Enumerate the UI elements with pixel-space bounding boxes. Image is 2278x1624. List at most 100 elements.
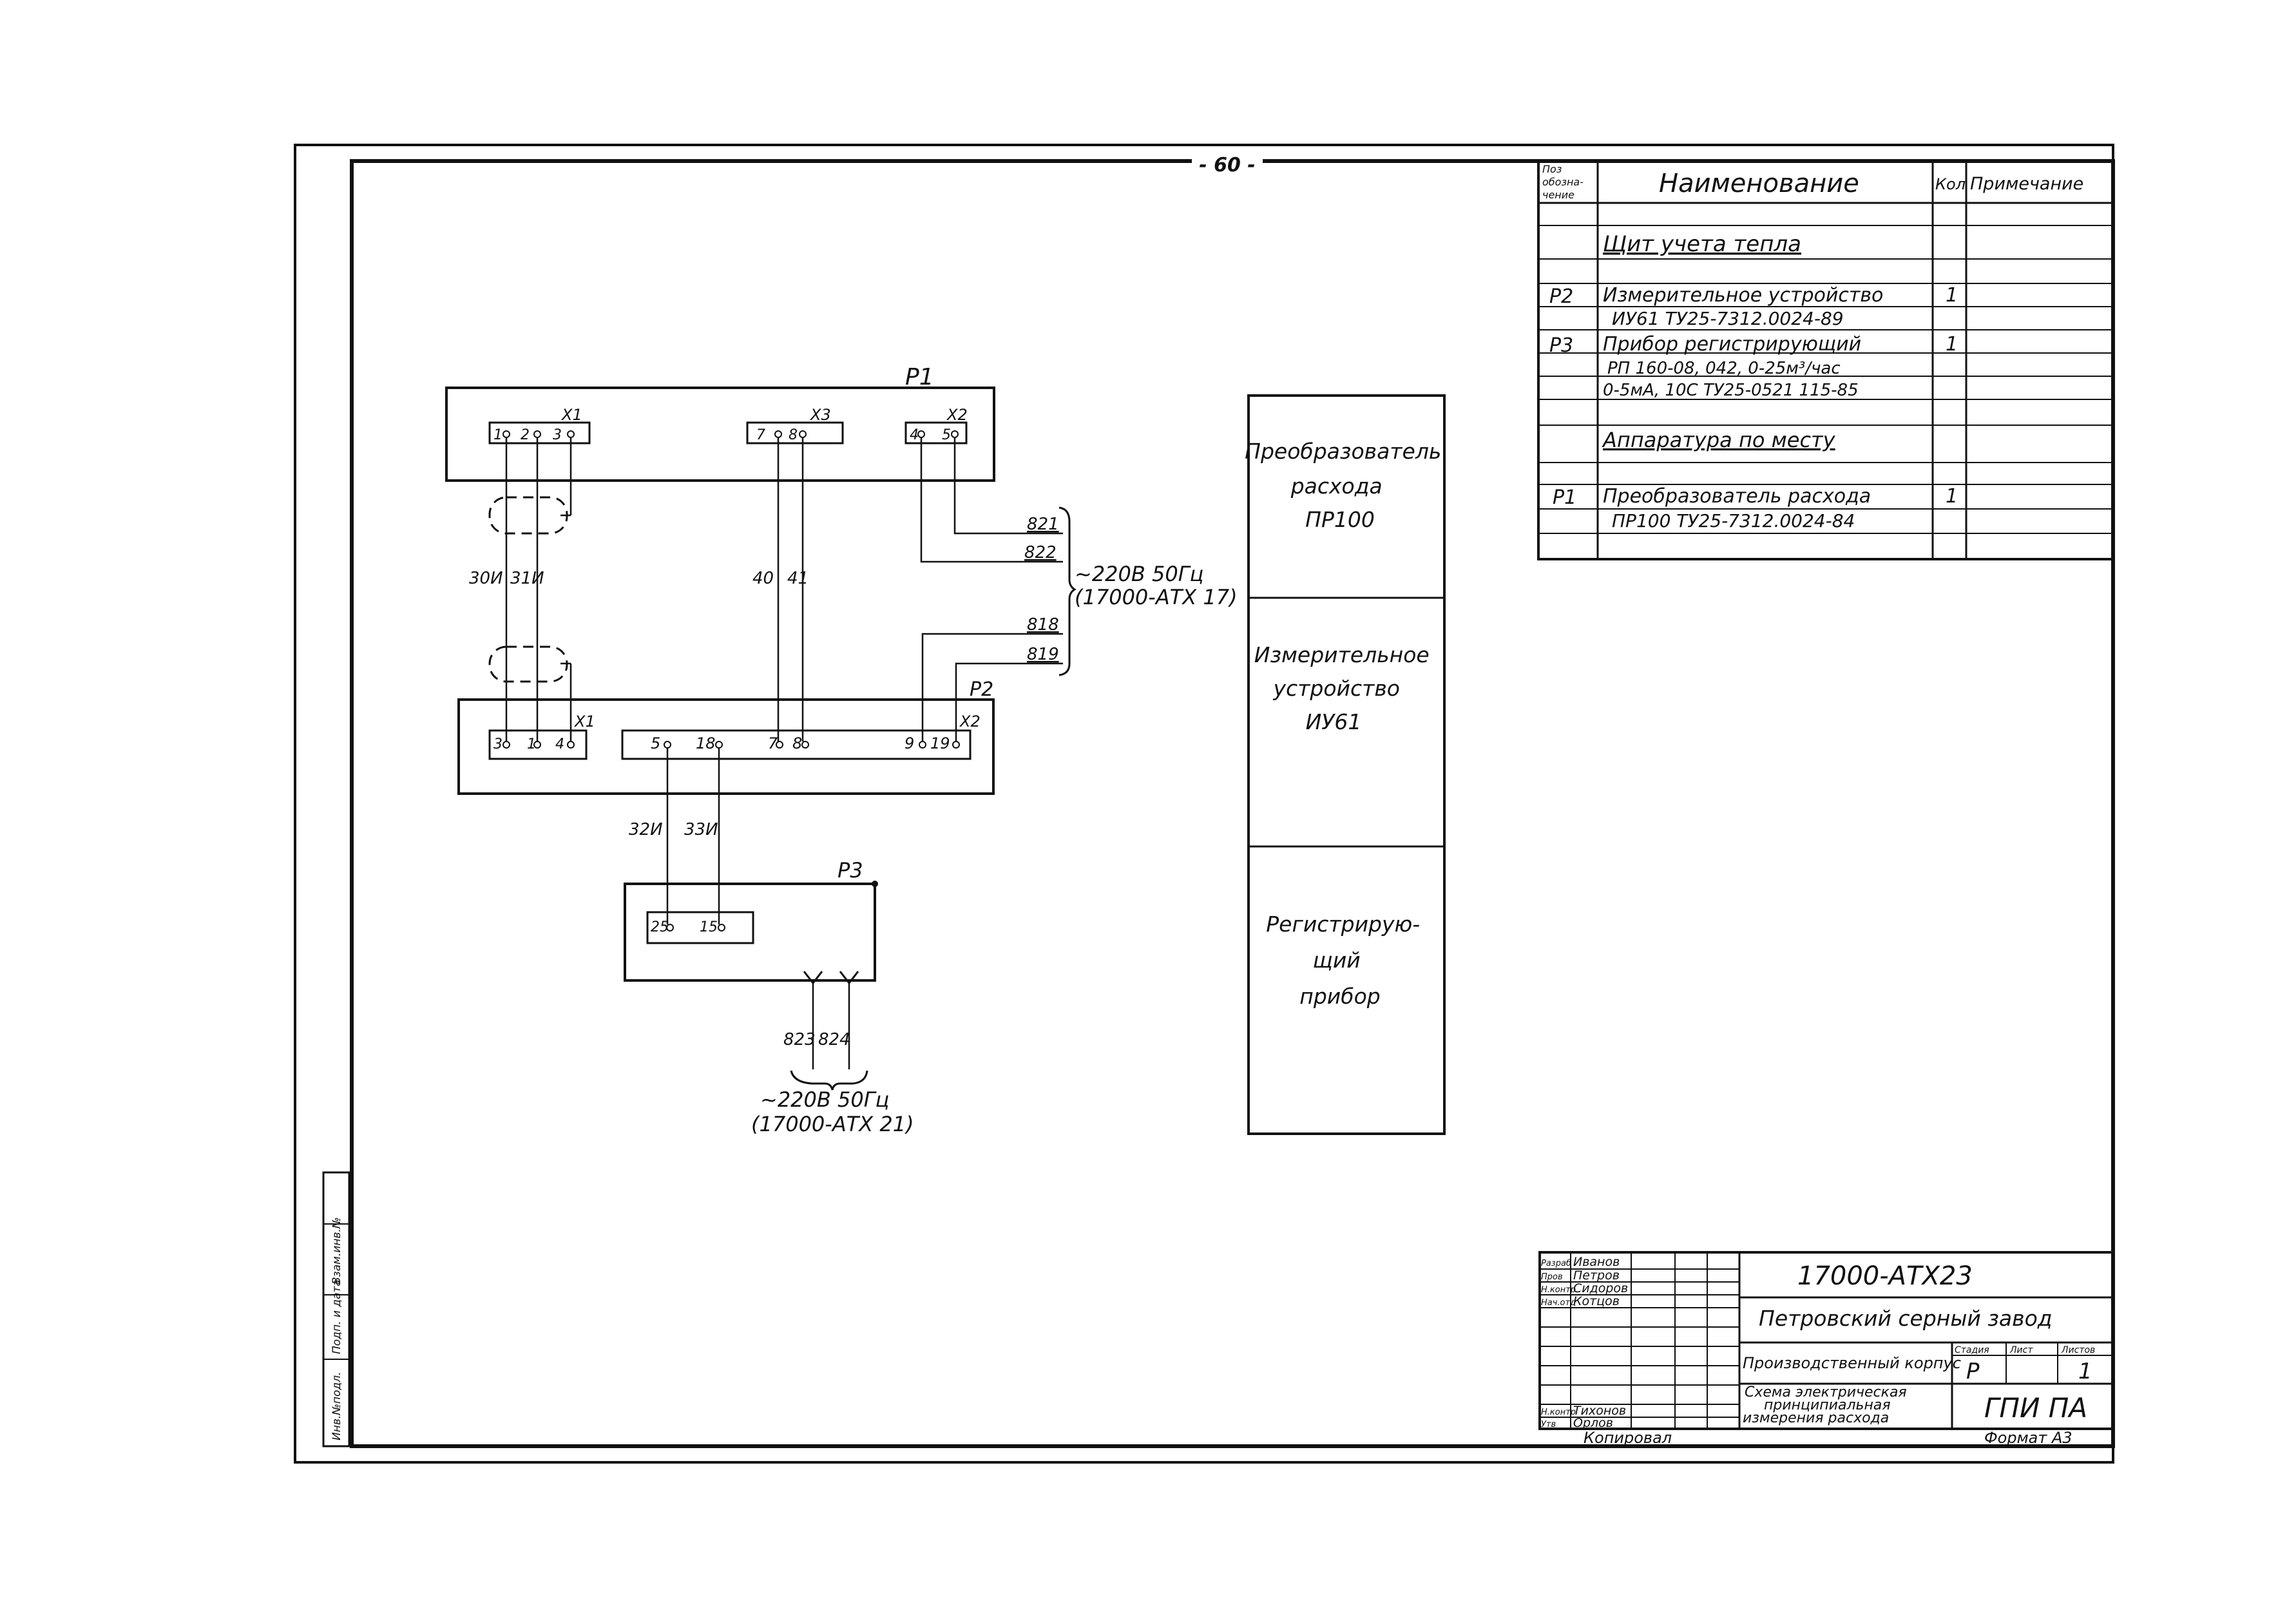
- spec-row-name: Преобразователь расхода: [1603, 485, 1871, 508]
- function-blocks: Преобразователь расхода ПР100 Измеритель…: [1245, 394, 1446, 1135]
- signature-role: Пров: [1541, 1272, 1563, 1282]
- terminal-pin: 7: [768, 734, 778, 752]
- wire-label: 40: [752, 569, 774, 588]
- spec-row-name: Аппаратура по месту: [1602, 428, 1836, 452]
- terminal-x3-label: X3: [809, 406, 831, 424]
- sheet-header: Лист: [2009, 1345, 2033, 1355]
- spec-row-pos: P2: [1549, 285, 1573, 308]
- spec-header-pos: Поз обозна- чение: [1542, 163, 1587, 201]
- device-p3: P3 25 15: [624, 858, 878, 982]
- spec-row-name: Прибор регистрирующий: [1603, 333, 1861, 356]
- wire-label: 822: [1024, 543, 1057, 562]
- wire-label: 823: [783, 1030, 816, 1049]
- title-block: Разраб Иванов Пров Петров Н.контр Сидоро…: [1538, 1251, 2114, 1447]
- signature-name: Орлов: [1573, 1416, 1613, 1430]
- sheets-header: Листов: [2061, 1345, 2095, 1355]
- wire-label: 33И: [684, 820, 718, 839]
- cable-shield: [488, 496, 568, 683]
- spec-row-name: ИУ61 ТУ25-7312.0024-89: [1612, 308, 1844, 329]
- wire-label: 824: [818, 1030, 850, 1049]
- supply-bracket: [790, 1070, 868, 1091]
- terminal-pin: 9: [905, 734, 914, 752]
- signature-role: Утв: [1541, 1420, 1556, 1429]
- signature-role: Н.контр: [1541, 1285, 1576, 1295]
- spec-row-name: ПР100 ТУ25-7312.0024-84: [1612, 510, 1855, 531]
- supply-voltage: ~220В 50Гц: [760, 1087, 889, 1112]
- terminal-pin: 1: [493, 427, 503, 443]
- wire-label: 41: [787, 569, 809, 588]
- terminal-pin: 8: [792, 734, 802, 752]
- device-p2-label: P2: [970, 678, 993, 701]
- building-name: Производственный корпус: [1743, 1354, 1961, 1372]
- signature-role: Разраб: [1541, 1259, 1571, 1268]
- terminal-pin: 5: [942, 427, 951, 443]
- spec-row-pos: P3: [1549, 334, 1573, 357]
- device-p1: P1 X1 1 2 3 X3 7 8 X2 4 5: [445, 364, 995, 482]
- signature-name: Котцов: [1573, 1294, 1620, 1308]
- signature-role: Н.контр: [1541, 1408, 1576, 1417]
- signature-role: Нач.отд: [1541, 1298, 1576, 1308]
- spec-row-qty: 1: [1946, 284, 1958, 307]
- terminal-pin: 4: [910, 427, 919, 443]
- side-stamp-label: Взам.инв.№: [330, 1217, 343, 1285]
- wire-label: 30И: [469, 569, 503, 588]
- spec-row-name: Измерительное устройство: [1603, 284, 1883, 307]
- spec-table: Поз обозна- чение Наименование Кол Приме…: [1537, 160, 2114, 560]
- supply-arrows: [803, 971, 859, 985]
- spec-row-name: РП 160-08, 042, 0-25м³/час: [1607, 359, 1841, 378]
- terminal-pin: 5: [651, 734, 660, 752]
- side-stamp-label: Инв.№подл.: [330, 1372, 343, 1440]
- wire-label: 819: [1027, 645, 1059, 664]
- format-label: Формат А3: [1984, 1429, 2072, 1447]
- spec-header-qty: Кол: [1935, 175, 1966, 193]
- wire-label: 821: [1027, 515, 1059, 534]
- spec-header-name: Наименование: [1659, 169, 1859, 198]
- terminal-block-x2: [621, 729, 972, 760]
- spec-row-name: 0-5мА, 10С ТУ25-0521 115-85: [1603, 381, 1859, 400]
- terminal-block-x3: [746, 421, 844, 444]
- device-p1-label: P1: [905, 364, 934, 390]
- terminal-pin: 3: [493, 736, 503, 752]
- wiring: [505, 437, 1063, 1069]
- wire-label: 32И: [629, 820, 663, 839]
- terminal-pin: 7: [756, 427, 765, 443]
- terminal-pin: 1: [527, 736, 536, 752]
- spec-row-qty: 1: [1946, 485, 1958, 508]
- terminal-pin: 3: [553, 427, 562, 443]
- device-p3-label: P3: [838, 858, 863, 883]
- page-number: - 60 -: [1199, 154, 1256, 177]
- spec-row-pos: P1: [1553, 486, 1576, 509]
- function-block-label: Измерительное устройство ИУ61: [1254, 642, 1436, 734]
- signature-name: Сидоров: [1573, 1281, 1628, 1295]
- terminal-pin: 2: [521, 427, 530, 443]
- copied-label: Копировал: [1584, 1429, 1672, 1447]
- org-name: ГПИ ПА: [1984, 1392, 2087, 1424]
- side-stamp: Инв.№подл. Подп. и дата Взам.инв.№: [322, 1171, 350, 1447]
- terminal-x2-label: X2: [946, 406, 968, 424]
- drawing-title: Схема электрическая принципиальная измер…: [1743, 1384, 1911, 1426]
- sheet-value: 1: [2078, 1359, 2092, 1384]
- terminal-x2-label: X2: [959, 712, 981, 731]
- plant-name: Петровский серный завод: [1759, 1306, 2053, 1331]
- supply-bracket: [1058, 506, 1077, 676]
- wire-label: 31И: [510, 569, 544, 588]
- spec-row-name: Щит учета тепла: [1603, 231, 1801, 257]
- terminal-pin: 4: [555, 736, 564, 752]
- terminal-block-x1: [488, 421, 591, 444]
- function-block-label: Регистрирую- щий прибор: [1266, 912, 1426, 1009]
- wire-label: 818: [1027, 615, 1059, 635]
- terminal-pin: 8: [789, 427, 798, 443]
- wire-labels: 30И 31И 40 41 821 822 818 819 32И 33И 82…: [469, 515, 1059, 1049]
- stage-value: Р: [1966, 1359, 1980, 1384]
- stage-header: Стадия: [1955, 1345, 1989, 1355]
- terminal-x1-label: X1: [560, 406, 582, 424]
- terminal-x1-label: X1: [573, 712, 595, 731]
- spec-row-qty: 1: [1946, 333, 1958, 356]
- device-p2: P2 X1 3 1 4 X2 5 18 7 8 9 19: [457, 678, 995, 795]
- supply-ref: (17000-АТХ 21): [751, 1112, 914, 1136]
- terminal-pin: 25: [651, 919, 669, 935]
- terminal-block-p3: [646, 911, 754, 944]
- terminal-pin: 18: [696, 734, 716, 752]
- terminal-pin: 15: [700, 919, 718, 935]
